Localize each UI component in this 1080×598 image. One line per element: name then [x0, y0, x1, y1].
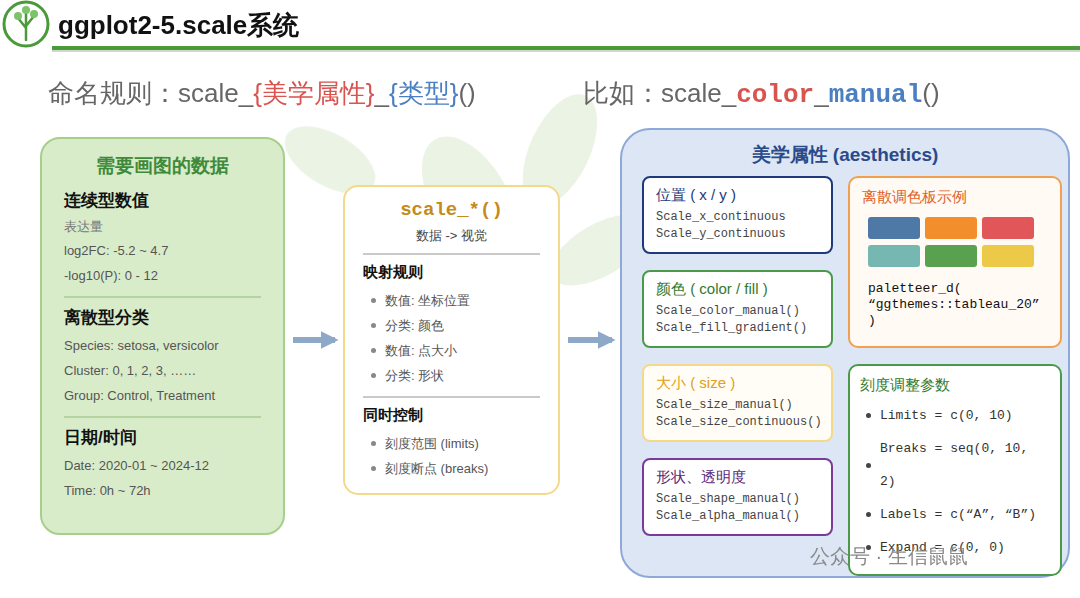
box-text: 分类: 形状: [385, 363, 444, 388]
bullet-dot: [866, 413, 871, 418]
box-text: Species: setosa, versicolor: [64, 333, 261, 358]
box-text: paletteer_d( “ggthemes::tableau_20” ): [868, 281, 1053, 329]
flow-arrow: [293, 337, 335, 343]
subtitle-part: color: [736, 80, 814, 110]
bullet-row: 分类: 颜色: [371, 313, 540, 338]
palette-swatch: [982, 245, 1034, 267]
box-text: Scale_size_continuous(): [656, 414, 819, 431]
bullet-row: Breaks = seq(0, 10, 2): [866, 432, 1050, 498]
bullet-row: 数值: 点大小: [371, 338, 540, 363]
color-box: 颜色 ( color / fill ) Scale_color_manual()S…: [642, 270, 833, 348]
bullet-dot: [371, 373, 376, 378]
box-text: Time: 0h ~ 72h: [64, 478, 261, 503]
box-text: Scale_shape_manual(): [656, 491, 819, 508]
box-text: 表达量: [64, 216, 261, 238]
subtitle-part: {美学属性}: [253, 78, 374, 108]
aesthetics-panel: 美学属性 (aesthetics) 位置 ( x / y ) Scale_x_con…: [620, 128, 1070, 578]
subtitle-part: {类型}: [389, 78, 458, 108]
box-text: 刻度断点 (breaks): [385, 456, 488, 481]
palette-swatches: [868, 217, 1048, 267]
box-heading: 需要画图的数据: [64, 153, 261, 179]
bullet-dot: [866, 545, 871, 550]
box-text: Scale_fill_gradient(): [656, 320, 819, 337]
bullet-row: Labels = c(“A”, “B”): [866, 498, 1050, 531]
box-text: 数据 -> 视觉: [363, 227, 540, 245]
box-text: -log10(P): 0 - 12: [64, 263, 261, 288]
divider-line: [64, 296, 261, 298]
box-heading: 颜色 ( color / fill ): [656, 280, 819, 299]
naming-rule: 命名规则：scale_{美学属性}_{类型}(): [48, 76, 476, 111]
page-title: ggplot2-5.scale系统: [58, 8, 299, 43]
box-text: Labels = c(“A”, “B”): [880, 498, 1036, 531]
bullet-row: Limits = c(0, 10): [866, 399, 1050, 432]
box-text: 分类: 颜色: [385, 313, 444, 338]
divider-line: [64, 416, 261, 418]
bullet-dot: [371, 298, 376, 303]
box-text: 连续型数值: [64, 189, 261, 212]
bullet-dot: [371, 348, 376, 353]
box-heading: 大小 ( size ): [656, 374, 819, 393]
box-text: 数值: 坐标位置: [385, 288, 470, 313]
box-heading: 美学属性 (aesthetics): [638, 142, 1052, 168]
bullet-dot: [371, 466, 376, 471]
box-text: Scale_color_manual(): [656, 303, 819, 320]
position-box: 位置 ( x / y ) Scale_x_continuousScale_y_co…: [642, 176, 833, 254]
palette-swatch: [925, 245, 977, 267]
bullet-dot: [866, 512, 871, 517]
subtitle-part: _: [814, 78, 828, 108]
bullet-row: 数值: 坐标位置: [371, 288, 540, 313]
box-text: Breaks = seq(0, 10, 2): [880, 432, 1050, 498]
box-text: Scale_alpha_manual(): [656, 508, 819, 525]
palette-box: 离散调色板示例paletteer_d( “ggthemes::tableau_2…: [848, 176, 1062, 348]
palette-swatch: [868, 217, 920, 239]
divider-line: [363, 253, 540, 255]
bullet-dot: [371, 323, 376, 328]
box-text: Date: 2020-01 ~ 2024-12: [64, 453, 261, 478]
bullet-dot: [371, 441, 376, 446]
bullet-row: 刻度范围 (limits): [371, 431, 540, 456]
divider-line: [363, 396, 540, 398]
box-text: Expand = c(0, 0): [880, 531, 1005, 564]
subtitle-part: 比如：scale_: [583, 78, 736, 108]
bullet-row: 刻度断点 (breaks): [371, 456, 540, 481]
subtitle-part: (): [458, 78, 475, 108]
box-heading: scale_*(): [363, 199, 540, 221]
bullet-row: Expand = c(0, 0): [866, 531, 1050, 564]
palette-swatch: [868, 245, 920, 267]
subtitle-part: _: [375, 78, 389, 108]
box-heading: 离散调色板示例: [862, 188, 1048, 207]
box-text: 数值: 点大小: [385, 338, 457, 363]
subtitle-part: 命名规则：scale_: [48, 78, 253, 108]
shape-box: 形状、透明度 Scale_shape_manual()Scale_alpha_ma…: [642, 458, 833, 536]
box-text: 离散型分类: [64, 306, 261, 329]
bullet-dot: [866, 463, 871, 468]
box-text: Scale_size_manual(): [656, 397, 819, 414]
flow-arrow: [568, 337, 612, 343]
palette-swatch: [982, 217, 1034, 239]
box-text: Scale_x_continuous: [656, 209, 819, 226]
box-heading: 位置 ( x / y ): [656, 186, 819, 205]
box-text: 映射规则: [363, 263, 540, 282]
breaks-box: 刻度调整参数 Limits = c(0, 10)Breaks = seq(0, 1…: [848, 364, 1062, 576]
box-text: 刻度范围 (limits): [385, 431, 479, 456]
palette-swatch: [925, 217, 977, 239]
box-text: Scale_y_continuous: [656, 226, 819, 243]
box-heading: 形状、透明度: [656, 468, 819, 487]
naming-example: 比如：scale_color_manual(): [583, 76, 940, 111]
box-text: 日期/时间: [64, 426, 261, 449]
box-text: Cluster: 0, 1, 2, 3, ……: [64, 358, 261, 383]
scale-function-box: scale_*() 数据 -> 视觉映射规则数值: 坐标位置分类: 颜色数值: 点…: [343, 185, 560, 495]
data-panel: 需要画图的数据连续型数值表达量log2FC: -5.2 ~ 4.7-log10(…: [40, 137, 285, 535]
subtitle-part: (): [922, 78, 939, 108]
box-text: Limits = c(0, 10): [880, 399, 1013, 432]
box-heading: 刻度调整参数: [860, 376, 1050, 395]
subtitle-part: manual: [829, 80, 923, 110]
bullet-row: 分类: 形状: [371, 363, 540, 388]
box-text: log2FC: -5.2 ~ 4.7: [64, 238, 261, 263]
box-text: Group: Control, Treatment: [64, 383, 261, 408]
size-box: 大小 ( size ) Scale_size_manual()Scale_size…: [642, 364, 833, 442]
box-text: 同时控制: [363, 406, 540, 425]
